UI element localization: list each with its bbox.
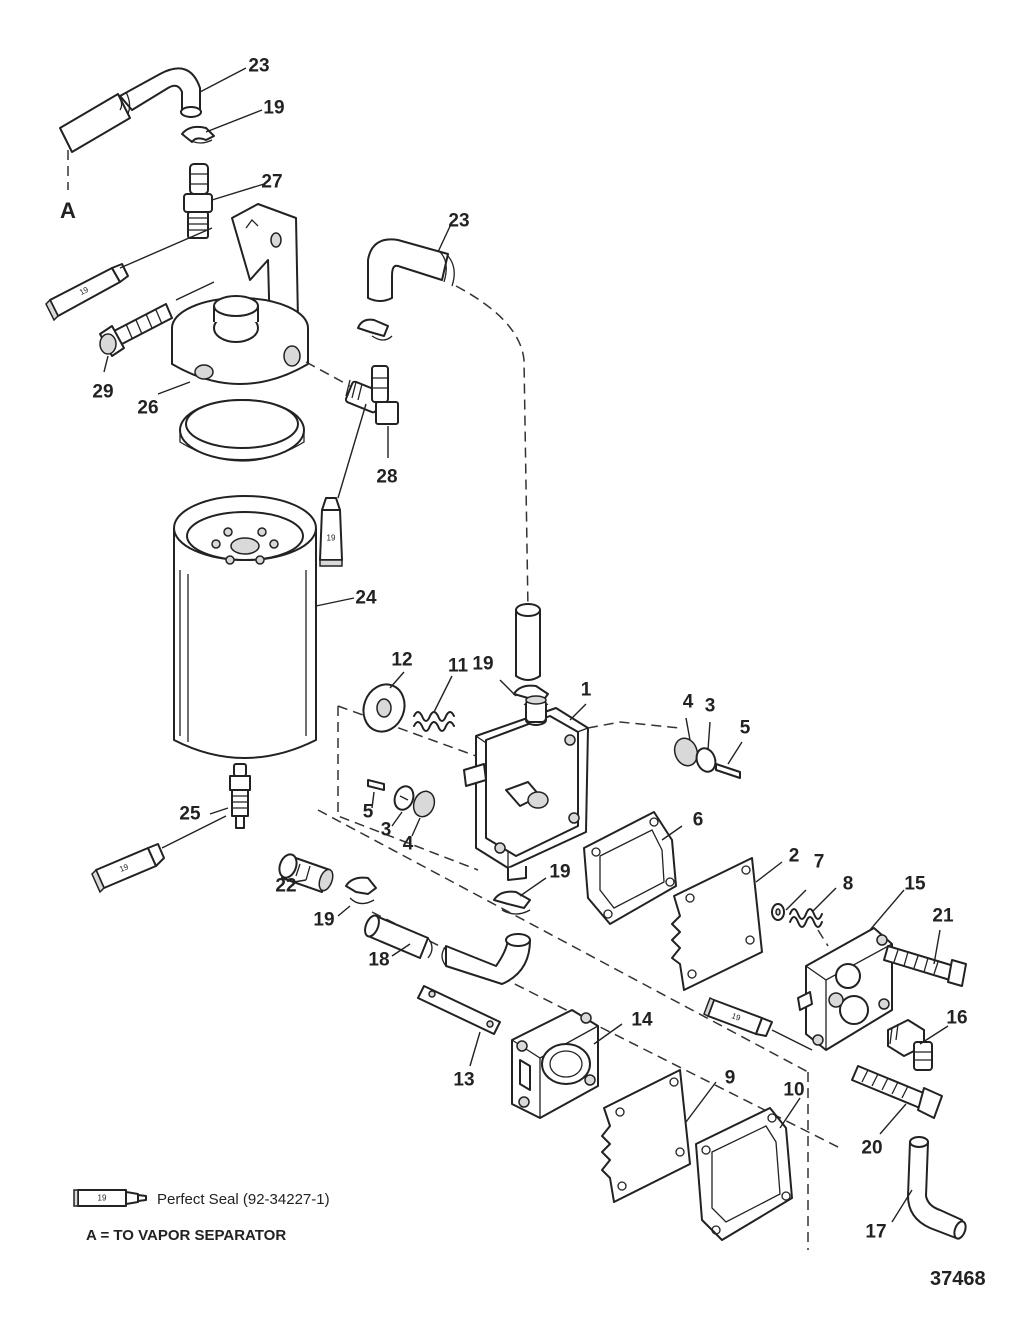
dashed-line-head-to-elbow bbox=[305, 361, 351, 387]
diaphragm-9 bbox=[601, 1069, 691, 1203]
pin-13 bbox=[417, 985, 501, 1035]
leader-elbow-to-tube bbox=[337, 403, 367, 499]
sealant-tube-number: 19 bbox=[327, 534, 336, 543]
callout-20: 20 bbox=[861, 1138, 882, 1159]
callout-26: 26 bbox=[137, 398, 158, 419]
hose-short-vertical bbox=[515, 603, 541, 681]
leader-lines bbox=[103, 67, 949, 1223]
callout-23-upper: 23 bbox=[248, 56, 269, 77]
bolt-20 bbox=[851, 1065, 943, 1119]
sealant-tube-number: 19 bbox=[730, 1011, 742, 1023]
bolt-29 bbox=[99, 303, 173, 357]
spring-11 bbox=[413, 711, 455, 732]
callout-4-left: 4 bbox=[403, 834, 414, 855]
bolt-21 bbox=[883, 945, 967, 987]
callout-25: 25 bbox=[179, 804, 201, 825]
connector-label-a: A bbox=[60, 198, 76, 223]
check-valve-parts-left bbox=[367, 779, 436, 818]
hose-clamp-small bbox=[357, 318, 393, 341]
check-valve-parts-right bbox=[673, 737, 741, 779]
hose-18 bbox=[364, 914, 531, 985]
filter-head-26 bbox=[171, 203, 309, 385]
callout-4-right: 4 bbox=[683, 692, 694, 713]
diaphragm-2 bbox=[671, 857, 763, 991]
callout-18: 18 bbox=[368, 950, 389, 971]
callout-6: 6 bbox=[693, 810, 704, 831]
pump-base-14 bbox=[511, 1009, 599, 1119]
callout-21: 21 bbox=[932, 906, 954, 927]
callout-14: 14 bbox=[631, 1010, 653, 1031]
washer-7 bbox=[771, 903, 785, 921]
callout-29: 29 bbox=[92, 382, 113, 403]
callout-28: 28 bbox=[376, 467, 397, 488]
legend-tube-number: 19 bbox=[98, 1194, 107, 1203]
hose-clamp-19-top bbox=[181, 125, 215, 144]
fuel-filter-cartridge-24 bbox=[173, 495, 317, 759]
callout-15: 15 bbox=[904, 874, 926, 895]
dashed-assembly-box bbox=[337, 705, 479, 871]
callout-2: 2 bbox=[789, 846, 800, 867]
dashed-line-spring-to-cover bbox=[817, 929, 829, 947]
figure-number: 37468 bbox=[930, 1268, 986, 1290]
callout-5-right: 5 bbox=[740, 718, 751, 739]
callout-7: 7 bbox=[814, 852, 825, 873]
callout-8: 8 bbox=[843, 874, 854, 895]
pump-cover-15 bbox=[797, 927, 893, 1051]
callout-22: 22 bbox=[275, 876, 296, 897]
hose-clamp-19-left bbox=[345, 876, 377, 905]
callout-19-left: 19 bbox=[313, 910, 334, 931]
gasket-10 bbox=[695, 1107, 793, 1241]
sealant-tube-upper: 19 bbox=[45, 263, 129, 322]
callout-12: 12 bbox=[391, 650, 412, 671]
check-valve-disc-12 bbox=[362, 683, 406, 733]
sealant-tube-mid: 19 bbox=[319, 497, 343, 567]
sealant-tube-right: 19 bbox=[703, 996, 773, 1037]
hose-17 bbox=[907, 1136, 967, 1240]
gasket-6 bbox=[583, 811, 677, 925]
hose-23-upper bbox=[59, 67, 202, 153]
drain-screw-25 bbox=[229, 763, 251, 829]
dashed-line-filter-to-cover bbox=[317, 809, 809, 1073]
callout-10: 10 bbox=[783, 1080, 804, 1101]
callout-23-right: 23 bbox=[448, 211, 469, 232]
callout-9: 9 bbox=[725, 1068, 736, 1089]
callout-19-pump: 19 bbox=[472, 654, 493, 675]
barbed-fitting-27 bbox=[183, 163, 213, 239]
callout-24: 24 bbox=[355, 588, 377, 609]
legend-sealant-tube-icon: 19 bbox=[73, 1189, 147, 1207]
filter-seal-ring bbox=[179, 399, 305, 462]
hose-clamp-19-lower bbox=[493, 890, 531, 915]
callout-1: 1 bbox=[581, 680, 592, 701]
callout-3-right: 3 bbox=[705, 696, 716, 717]
callout-19-top: 19 bbox=[263, 98, 284, 119]
legend-sealant-text: Perfect Seal (92-34227-1) bbox=[157, 1191, 330, 1208]
fitting-22 bbox=[278, 853, 334, 893]
legend: 19 Perfect Seal (92-34227-1) A = TO VAPO… bbox=[73, 1189, 330, 1244]
callout-5-left: 5 bbox=[363, 802, 374, 823]
callout-27: 27 bbox=[261, 172, 282, 193]
callout-numbers: 23 19 27 23 29 26 28 24 12 11 19 1 4 3 5… bbox=[92, 56, 967, 1243]
dashed-line-pump-to-valve bbox=[587, 721, 681, 729]
legend-vapor-separator-text: A = TO VAPOR SEPARATOR bbox=[86, 1227, 286, 1244]
callout-19-lower: 19 bbox=[549, 862, 570, 883]
elbow-fitting-16 bbox=[887, 1019, 933, 1071]
elbow-fitting-28 bbox=[344, 365, 399, 425]
sealant-tube-lower: 19 bbox=[91, 843, 165, 894]
dashed-hose-path bbox=[455, 285, 529, 611]
leader-tube-to-cover bbox=[771, 1029, 813, 1051]
hose-23-right bbox=[367, 238, 455, 302]
callout-3-left: 3 bbox=[381, 820, 392, 841]
callout-17: 17 bbox=[865, 1222, 886, 1243]
fuel-pump-body-1 bbox=[463, 695, 589, 881]
spring-8 bbox=[789, 908, 823, 928]
callout-11: 11 bbox=[448, 656, 469, 677]
callout-13: 13 bbox=[453, 1070, 474, 1091]
sealant-tube-number: 19 bbox=[118, 862, 130, 874]
callout-16: 16 bbox=[946, 1008, 967, 1029]
